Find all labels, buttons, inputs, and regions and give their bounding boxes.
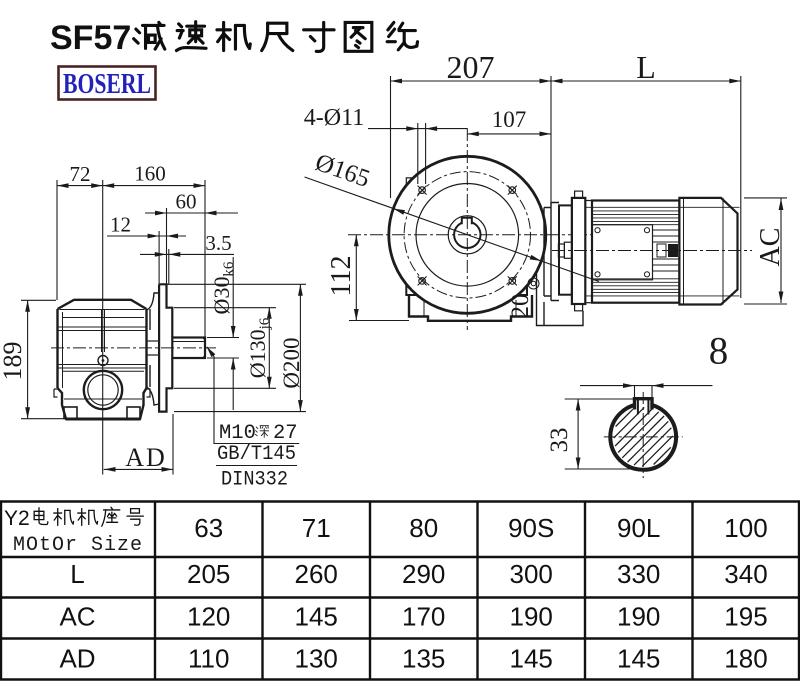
svg-text:110: 110 [188, 644, 229, 674]
svg-text:189: 189 [0, 342, 27, 381]
svg-text:L: L [70, 559, 84, 589]
svg-text:GB/T145: GB/T145 [217, 443, 296, 466]
svg-text:12: 12 [110, 213, 131, 237]
svg-text:120: 120 [187, 602, 230, 632]
svg-text:8: 8 [709, 330, 729, 373]
svg-text:M10: M10 [219, 422, 256, 445]
svg-text:180: 180 [724, 644, 767, 674]
svg-text:260: 260 [295, 559, 338, 589]
svg-text:340: 340 [724, 559, 767, 589]
svg-text:112: 112 [326, 256, 357, 297]
svg-text:145: 145 [510, 644, 553, 674]
svg-text:33: 33 [546, 428, 573, 453]
svg-text:80: 80 [409, 513, 438, 543]
svg-text:300: 300 [510, 559, 553, 589]
svg-text:Ø200: Ø200 [279, 337, 304, 388]
svg-text:71: 71 [302, 513, 331, 543]
svg-text:145: 145 [617, 644, 660, 674]
svg-text:160: 160 [134, 162, 166, 186]
svg-text:AD: AD [59, 644, 95, 674]
svg-text:4-Ø11: 4-Ø11 [304, 105, 364, 131]
svg-text:AC: AC [59, 602, 95, 632]
svg-text:BOSERL: BOSERL [63, 68, 151, 100]
svg-text:20: 20 [507, 294, 534, 319]
svg-text:330: 330 [617, 559, 660, 589]
svg-text:90L: 90L [617, 513, 660, 543]
svg-text:72: 72 [70, 162, 91, 186]
svg-text:90S: 90S [508, 513, 554, 543]
svg-text:63: 63 [194, 513, 223, 543]
svg-text:130: 130 [295, 644, 338, 674]
svg-text:170: 170 [402, 602, 445, 632]
svg-text:190: 190 [510, 602, 553, 632]
svg-text:205: 205 [187, 559, 230, 589]
svg-text:DIN332: DIN332 [221, 469, 288, 492]
svg-text:AD: AD [125, 443, 167, 472]
svg-text:Y2: Y2 [4, 507, 30, 530]
svg-text:27: 27 [273, 422, 298, 445]
svg-text:145: 145 [295, 602, 338, 632]
svg-text:SF57: SF57 [50, 19, 131, 57]
svg-text:195: 195 [724, 602, 767, 632]
svg-text:100: 100 [724, 513, 767, 543]
svg-text:3.5: 3.5 [205, 231, 231, 255]
svg-text:L: L [636, 49, 656, 85]
svg-text:AC: AC [755, 228, 786, 267]
svg-text:135: 135 [402, 644, 445, 674]
svg-text:MOtOr Size: MOtOr Size [13, 534, 143, 557]
svg-text:290: 290 [402, 559, 445, 589]
svg-text:107: 107 [492, 107, 527, 132]
svg-text:190: 190 [617, 602, 660, 632]
svg-text:207: 207 [447, 49, 495, 85]
svg-text:60: 60 [176, 190, 197, 214]
